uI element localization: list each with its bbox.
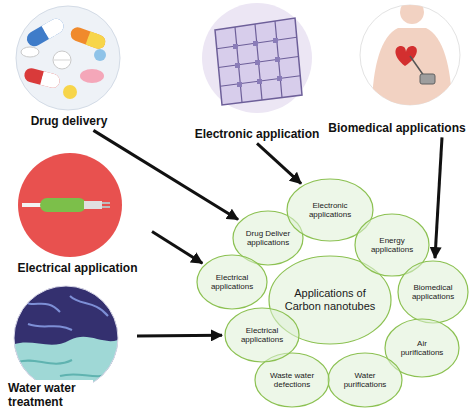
application-ellipse: Electrical applications [196, 254, 268, 310]
tablet [80, 69, 104, 83]
ellipse-label: Electronic applications [303, 201, 357, 219]
picture-node: Biomedical applications [322, 3, 472, 135]
tablet [53, 51, 71, 69]
ellipse-label: Drug Deliver applications [242, 229, 294, 247]
picture-node: Drug delivery [8, 4, 130, 128]
water-streaks [20, 296, 108, 330]
nanotube-grid-picture [202, 3, 312, 113]
ellipse-shape [197, 255, 267, 309]
picture-label: Electronic application [182, 127, 332, 141]
capsule [23, 67, 61, 90]
grid-node [275, 57, 280, 62]
heart-patient-picture [360, 0, 460, 110]
capsule [69, 25, 108, 50]
ellipse-shape [398, 261, 468, 323]
arrow-connector [435, 137, 442, 258]
picture-disc [202, 3, 312, 113]
ellipse-label: Water purifications [339, 371, 391, 389]
body [372, 28, 452, 110]
picture-label: Biomedical applications [322, 121, 472, 135]
ellipse-label: Air purifications [397, 339, 447, 357]
picture-label: Water water treatment [5, 380, 93, 411]
capsule [24, 16, 66, 49]
ellipse-label: Electrical applications [236, 326, 288, 344]
application-ellipse: Water purifications [327, 352, 403, 408]
capsule-half [69, 25, 108, 50]
picture-disc [18, 153, 122, 257]
tablet [21, 47, 39, 57]
tablet [63, 85, 77, 99]
device-wire [410, 56, 424, 76]
grid-node [257, 79, 262, 84]
torso [372, 0, 452, 110]
capsule-half [86, 31, 108, 50]
grid-nodes [233, 38, 282, 87]
grid-line [220, 76, 300, 87]
capsule-half [40, 71, 61, 89]
grid-node [273, 38, 278, 43]
plug-prong [102, 206, 110, 208]
capsule-half [40, 71, 50, 86]
grid-sheet [215, 18, 302, 105]
grid-node [255, 60, 260, 65]
ellipse-label: Waste water defections [266, 371, 318, 389]
ellipse-label: Electrical applications [206, 273, 258, 291]
ellipse-label: Biomedical applications [407, 283, 459, 301]
ellipse-shape [328, 353, 402, 407]
picture-label: Drug delivery [8, 114, 130, 128]
grid-node [277, 76, 282, 81]
pills-picture [16, 6, 120, 110]
water-streaks [18, 360, 116, 376]
grid-node [253, 41, 258, 46]
water-texture [10, 284, 122, 394]
cable [22, 203, 42, 207]
heart [395, 46, 416, 66]
head [400, 0, 424, 24]
tablet-groove [54, 60, 70, 61]
arrow-connector [257, 143, 301, 183]
grid-node [233, 44, 238, 49]
ellipse-label: Energy applications [367, 236, 417, 254]
capsule-half [42, 16, 67, 39]
plug-tip [84, 201, 102, 209]
arrow-connector [152, 232, 202, 264]
capsule-half [23, 67, 61, 90]
picture-node: Water water treatment [5, 286, 135, 411]
implant-device [420, 74, 435, 84]
grid-line [217, 37, 297, 49]
water-dark [10, 284, 122, 394]
tablet [94, 49, 106, 61]
electrical-plug-picture [18, 153, 122, 257]
application-ellipse: Electrical applications [224, 307, 300, 363]
picture-disc [16, 6, 120, 110]
capsule-half [24, 16, 66, 49]
water-treatment-picture [10, 284, 122, 394]
ellipse-shape [225, 308, 299, 362]
picture-disc [14, 286, 118, 390]
grid-line [219, 57, 299, 68]
plug-body [40, 198, 86, 212]
arrow-connector [137, 334, 222, 338]
grid-node [237, 82, 242, 87]
picture-label: Electrical application [5, 261, 150, 275]
plug-prong [102, 202, 110, 204]
grid-node [235, 63, 240, 68]
ellipse-label: Applications of Carbon nanotubes [282, 287, 378, 312]
picture-node: Electronic application [182, 3, 332, 141]
arrow-connector [93, 130, 238, 219]
capsule-half [42, 22, 56, 39]
application-ellipse: Biomedical applications [397, 260, 469, 324]
grid-lines [217, 21, 301, 103]
picture-node: Electrical application [5, 150, 150, 275]
capsule-half [86, 31, 97, 47]
